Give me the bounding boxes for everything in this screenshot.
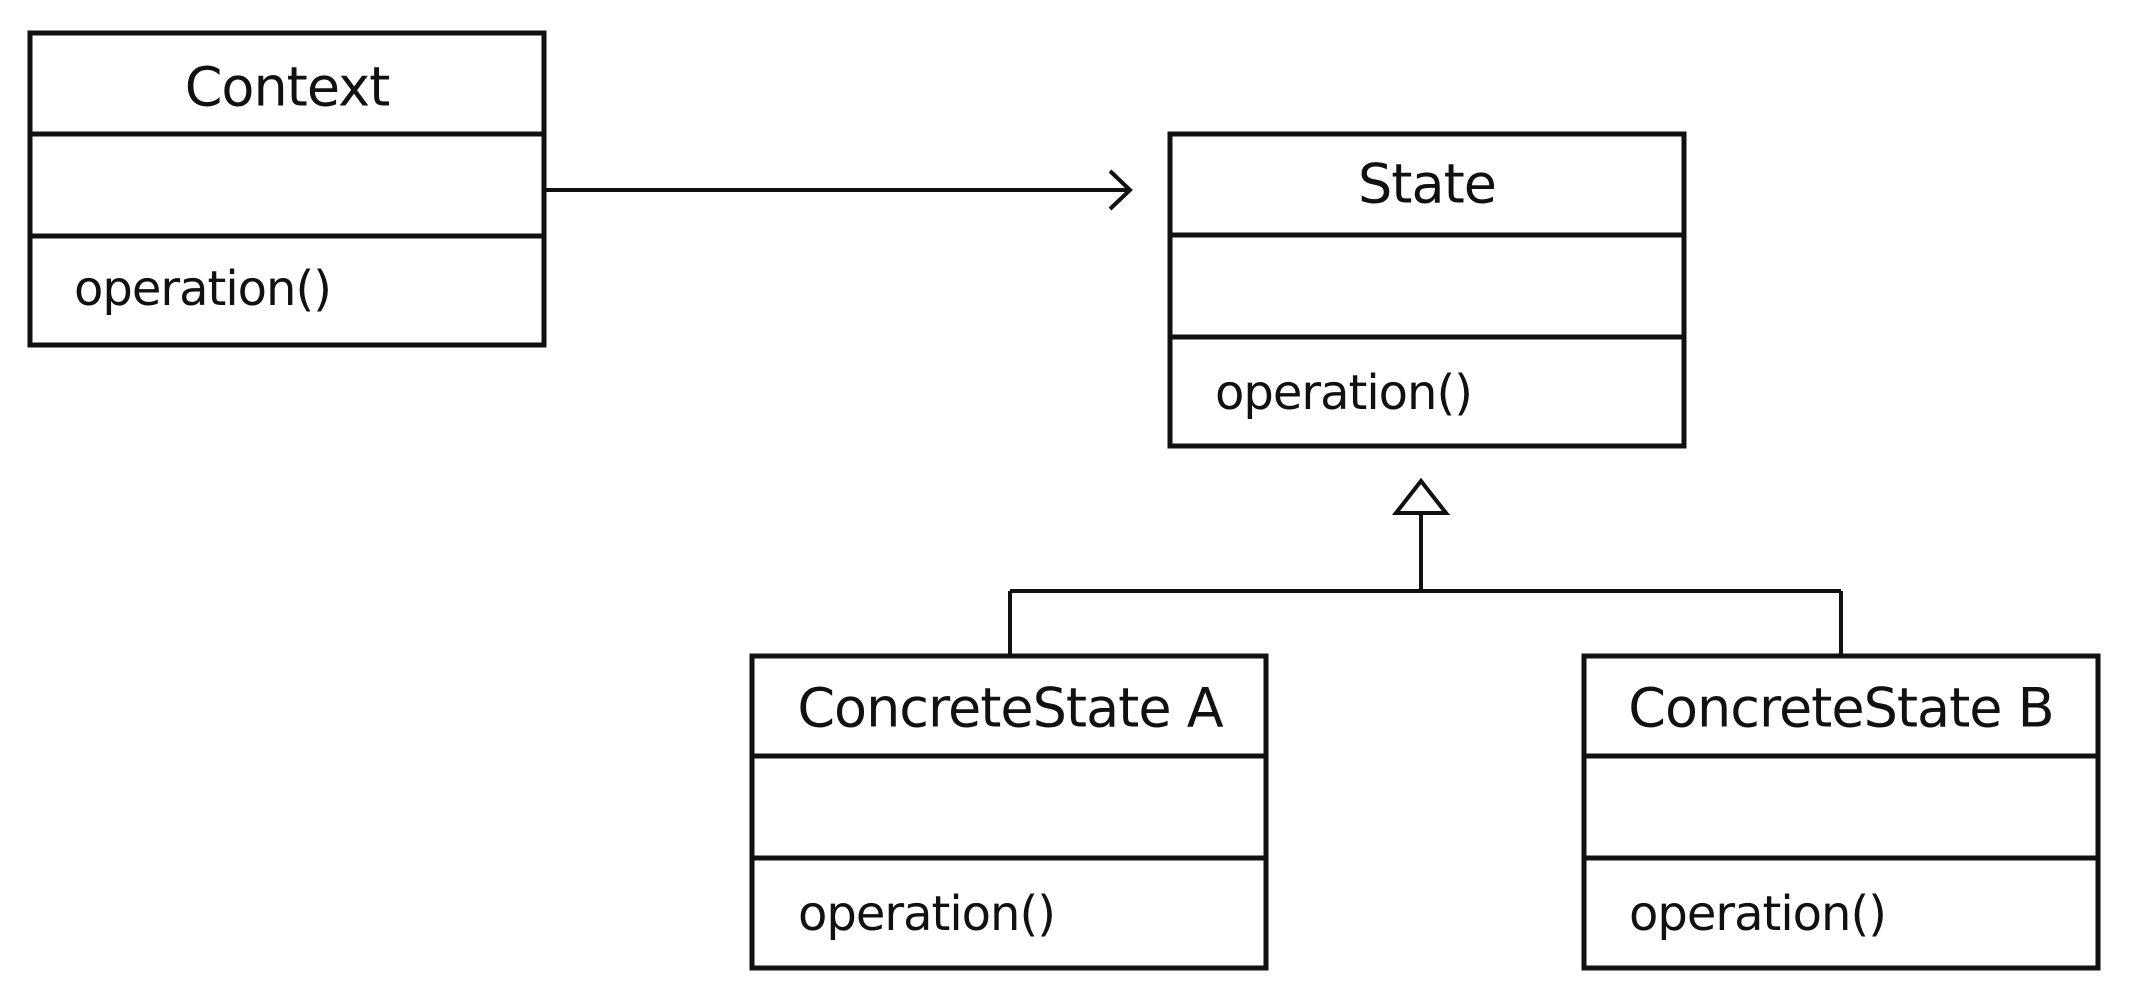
class-concrete-state-a-name: ConcreteState A [797, 677, 1223, 740]
inheritance-connector [1008, 477, 1843, 656]
class-concrete-state-a-frame [749, 653, 1269, 971]
class-concrete-state-b-name: ConcreteState B [1628, 677, 2053, 740]
class-state[interactable]: State operation() [1167, 131, 1687, 449]
inheritance-triangle-icon [1391, 477, 1451, 515]
class-context-operation: operation() [74, 261, 331, 317]
class-context-frame [27, 30, 547, 348]
class-state-operation: operation() [1215, 365, 1472, 421]
class-concrete-state-b-operation: operation() [1629, 886, 1886, 942]
class-concrete-state-a[interactable]: ConcreteState A operation() [749, 653, 1269, 971]
class-state-frame [1167, 131, 1687, 449]
class-concrete-state-b[interactable]: ConcreteState B operation() [1581, 653, 2101, 971]
class-context[interactable]: Context operation() [27, 30, 547, 348]
association-arrow [544, 169, 1133, 211]
class-state-name: State [1358, 153, 1496, 216]
class-context-name: Context [185, 56, 390, 119]
class-concrete-state-a-operation: operation() [798, 886, 1055, 942]
arrowhead-open [1108, 169, 1133, 211]
